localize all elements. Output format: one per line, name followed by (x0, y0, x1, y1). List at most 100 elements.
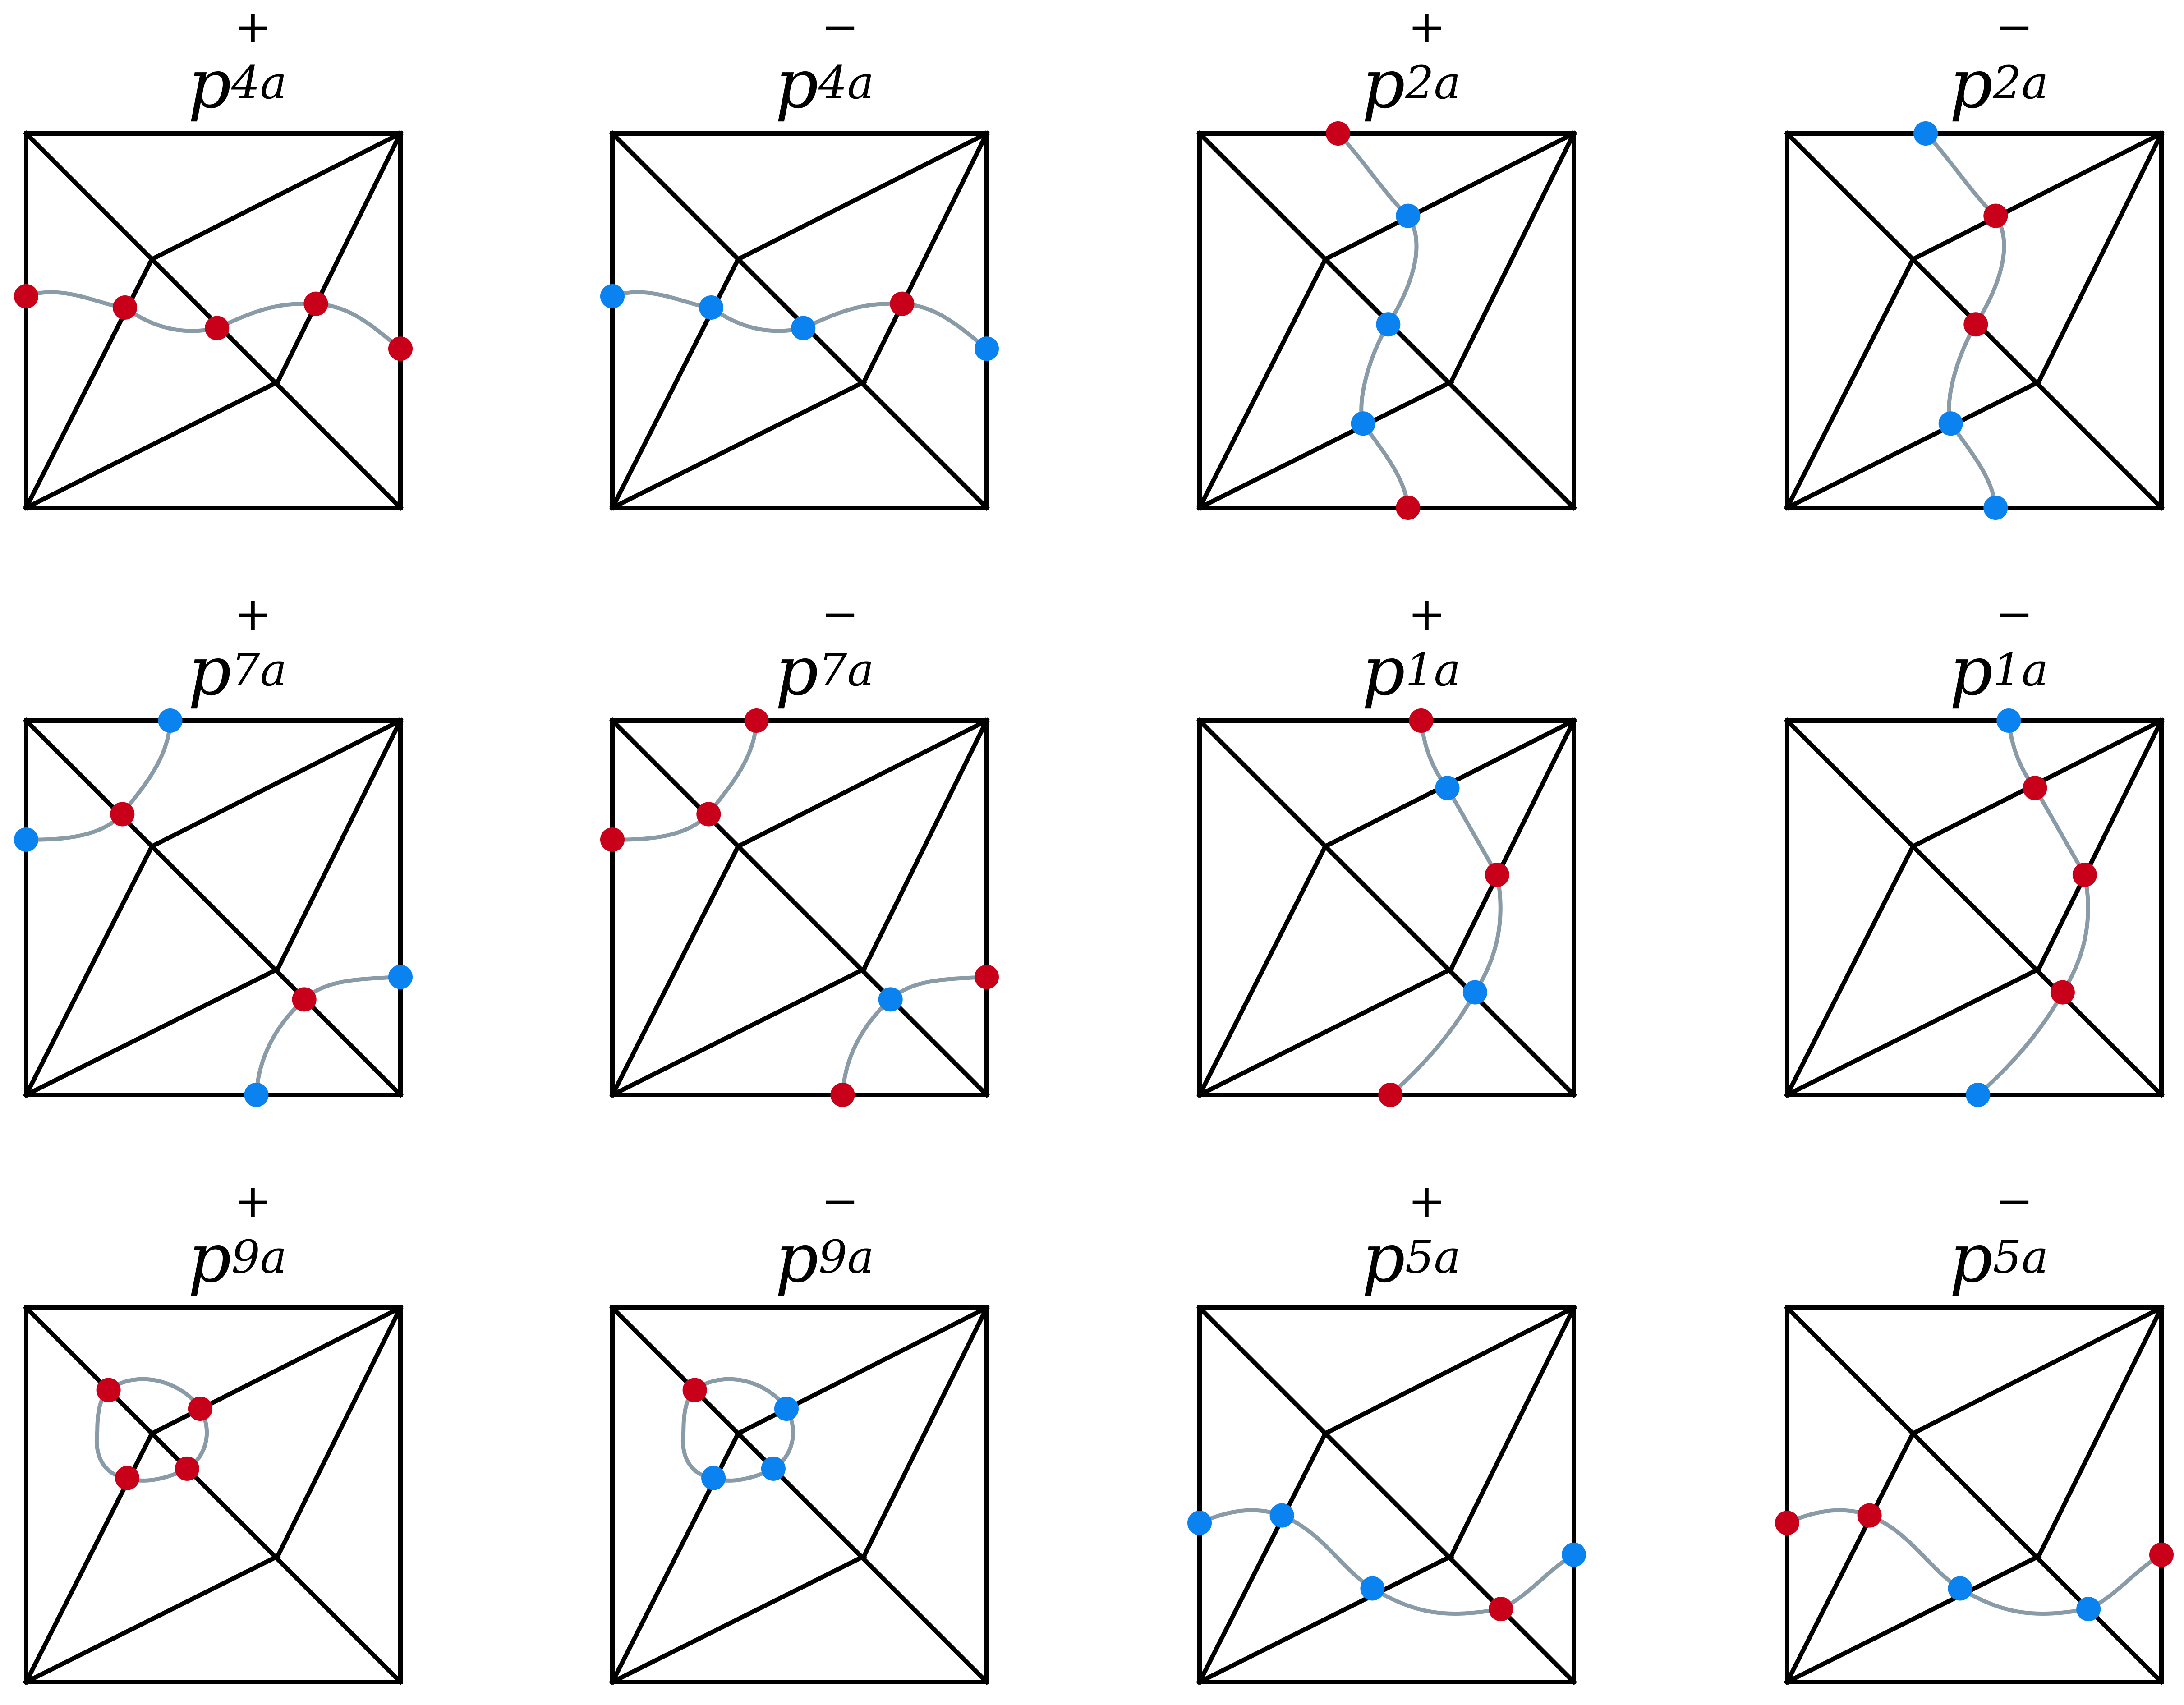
title-superscript: − (821, 1175, 859, 1227)
panel (14, 130, 413, 511)
frame-edge (861, 717, 990, 972)
title-superscript: + (234, 0, 272, 53)
frame-edge (1784, 256, 1916, 511)
panel (14, 708, 413, 1107)
title-superscript: − (821, 0, 859, 53)
blue-point (1462, 980, 1487, 1005)
red-point (1326, 121, 1351, 146)
title-subscript: 4a (818, 56, 874, 109)
title-scripts: −5a (1993, 1179, 2078, 1283)
blue-point (1966, 1083, 1991, 1107)
panel (1187, 1304, 1586, 1686)
red-point (1983, 203, 2008, 228)
blue-point (1938, 411, 1963, 436)
title-scripts: −7a (818, 592, 904, 694)
panel (609, 1304, 990, 1686)
blue-point (699, 295, 724, 320)
frame-edge (1910, 1305, 2165, 1437)
frame-edge (609, 966, 867, 1098)
red-point (388, 336, 413, 361)
title-symbol: p (1361, 632, 1406, 711)
frame-edge (1784, 843, 1916, 1098)
frame-edge (1196, 966, 1454, 1098)
title-superscript: − (821, 588, 859, 640)
curve (1199, 1508, 1575, 1616)
red-point (113, 295, 138, 320)
red-point (1396, 496, 1421, 520)
blue-point (878, 987, 903, 1012)
title-superscript: + (1408, 1175, 1446, 1227)
panel-title: p+1a (1269, 592, 1584, 706)
panel (600, 130, 999, 511)
title-scripts: +4a (231, 5, 317, 109)
frame-edge (609, 1304, 990, 1686)
title-subscript: 2a (1405, 56, 1461, 109)
title-symbol: p (775, 1219, 819, 1298)
title-superscript: − (1995, 0, 2033, 53)
red-point (830, 1083, 855, 1107)
frame-edge (609, 1553, 867, 1685)
frame-edge (609, 717, 990, 1098)
blue-point (388, 965, 413, 989)
blue-point (1948, 1576, 1972, 1601)
red-point (2072, 862, 2097, 887)
title-subscript: 2a (1993, 56, 2049, 109)
panel-title: p−7a (682, 592, 998, 706)
panel-title: p−2a (1856, 5, 2172, 119)
blue-point (1376, 312, 1401, 337)
blue-point (1996, 708, 2021, 733)
blue-point (14, 827, 38, 852)
title-subscript: 5a (1993, 1231, 2049, 1283)
frame-edge (1322, 1305, 1577, 1437)
frame-edge (275, 717, 404, 972)
title-scripts: −2a (1993, 5, 2078, 109)
title-symbol: p (1949, 632, 1993, 711)
frame-edge (861, 130, 990, 385)
blue-point (1913, 121, 1938, 146)
curve (95, 1377, 209, 1483)
panel (1784, 708, 2165, 1107)
frame-edge (1196, 1553, 1454, 1685)
red-point (188, 1397, 212, 1421)
frame-edge (1196, 1304, 1577, 1686)
frame-edge (23, 1553, 281, 1685)
frame-edge (23, 966, 281, 1098)
red-point (1485, 862, 1509, 887)
red-point (744, 708, 769, 733)
red-point (682, 1378, 707, 1402)
title-superscript: + (1408, 588, 1446, 640)
red-point (975, 965, 999, 989)
frame-edge (1784, 1553, 2042, 1685)
frame-edge (149, 717, 404, 850)
frame-edge (1196, 1430, 1329, 1685)
frame-edge (1448, 1305, 1577, 1559)
title-scripts: +2a (1405, 5, 1491, 109)
blue-point (1396, 203, 1421, 228)
frame-edge (2036, 1305, 2165, 1559)
panel-title: p−4a (682, 5, 998, 119)
title-symbol: p (1949, 1219, 1993, 1298)
title-symbol: p (188, 632, 232, 711)
red-point (110, 802, 135, 827)
red-point (2023, 776, 2047, 800)
red-point (175, 1456, 199, 1481)
blue-point (1360, 1576, 1385, 1601)
frame-edge (1196, 843, 1329, 1098)
title-subscript: 4a (231, 56, 287, 109)
panel-title: p−5a (1856, 1179, 2172, 1293)
blue-point (1187, 1511, 1212, 1535)
frame-edge (1784, 717, 2165, 1098)
blue-point (791, 316, 816, 340)
frame-edge (23, 843, 155, 1098)
curve (681, 1377, 795, 1483)
frame-edge (149, 130, 404, 262)
panel-title: p+4a (95, 5, 410, 119)
blue-point (1435, 776, 1460, 800)
panel-title: p+9a (95, 1179, 410, 1293)
frame-edge (735, 1305, 990, 1437)
red-point (303, 291, 328, 316)
curve (1786, 1508, 2163, 1616)
title-subscript: 9a (818, 1231, 874, 1283)
red-point (292, 987, 317, 1012)
